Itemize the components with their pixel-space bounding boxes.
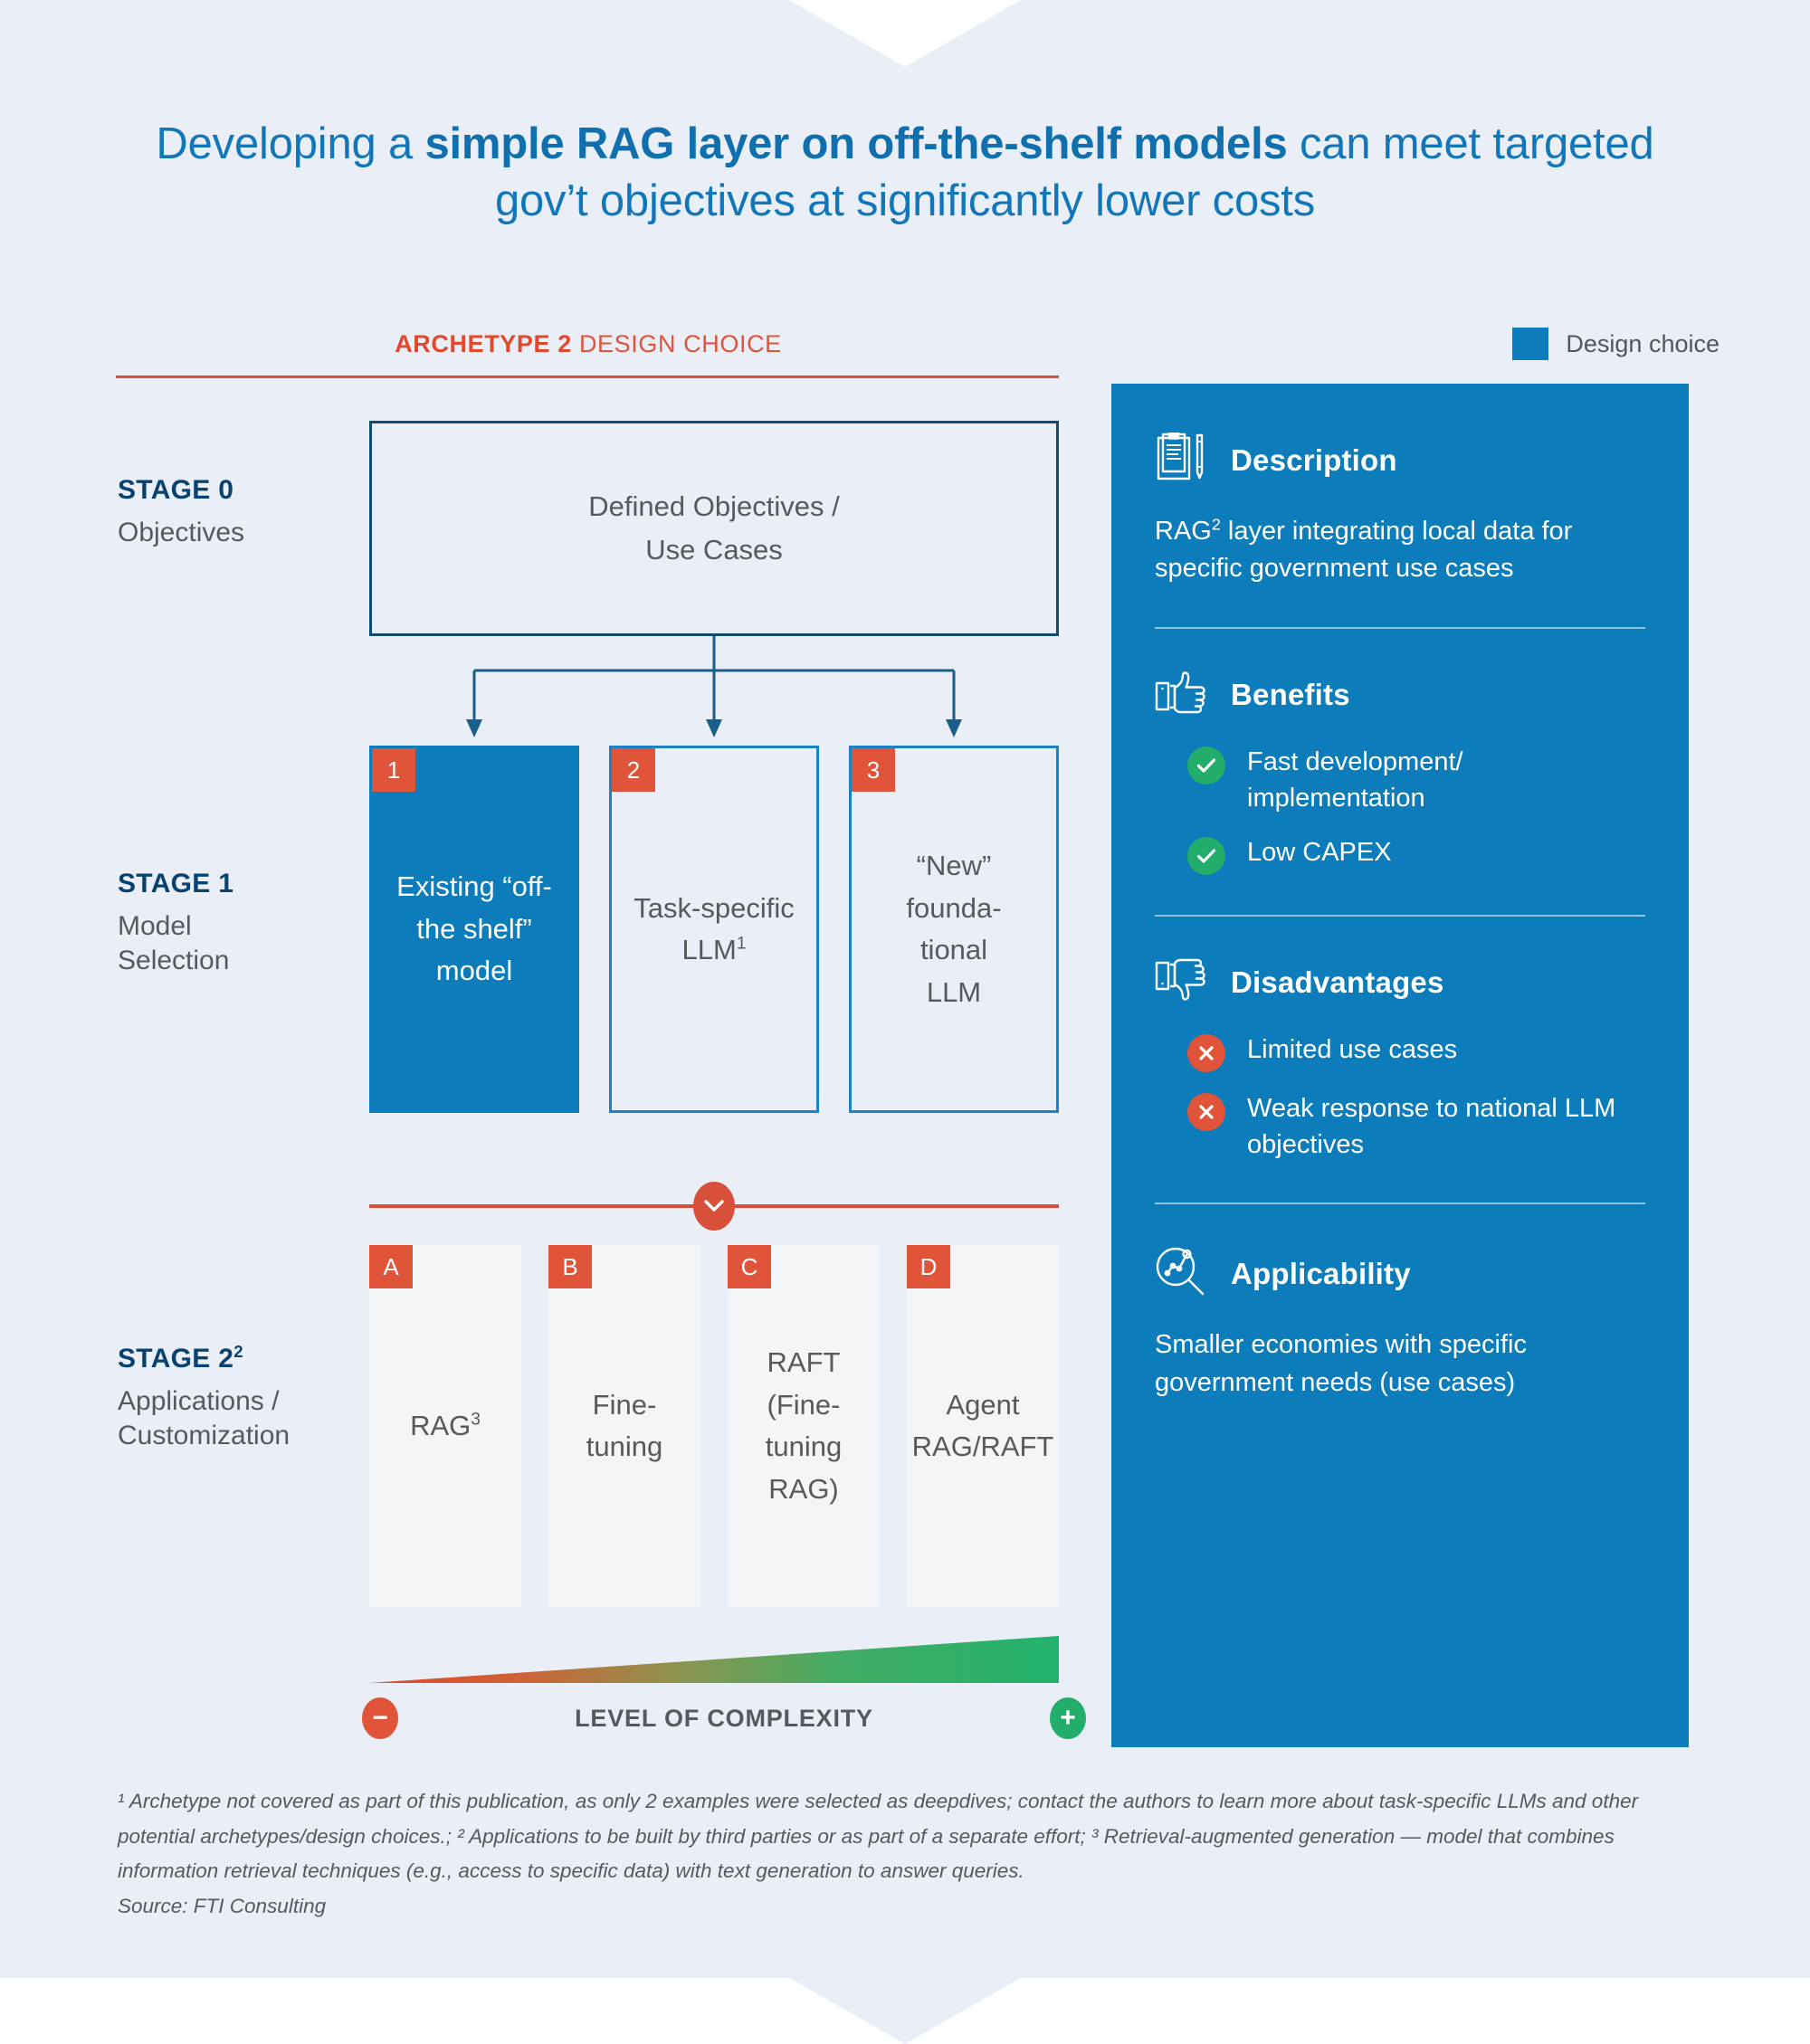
- stage-label-2: STAGE 22 Applications /Customization: [118, 1342, 371, 1454]
- chevron-down-icon[interactable]: [693, 1182, 735, 1231]
- details-panel: Description RAG2 layer integrating local…: [1111, 384, 1689, 1747]
- stage1-options-row: 1 Existing “off-the shelf”model 2 Task-s…: [369, 746, 1059, 1113]
- disadvantages-title: Disadvantages: [1231, 965, 1444, 999]
- title-part-pre: Developing a: [156, 119, 425, 168]
- archetype-label: ARCHETYPE 2 DESIGN CHOICE: [118, 330, 1059, 358]
- close-icon: [1187, 1034, 1225, 1073]
- complexity-scale-row: − LEVEL OF COMPLEXITY +: [362, 1696, 1086, 1741]
- disadvantage-item: Weak response to national LLM objectives: [1155, 1090, 1645, 1163]
- panel-divider-2: [1155, 915, 1645, 917]
- bottom-chevron-notch: [789, 1978, 1021, 2044]
- applicability-title: Applicability: [1231, 1256, 1411, 1290]
- stage2-option-c-badge: C: [728, 1245, 771, 1288]
- stage-2-footnote-marker: 2: [233, 1342, 243, 1361]
- close-icon: [1187, 1093, 1225, 1132]
- description-footnote-marker: 2: [1211, 515, 1221, 534]
- stage2-option-b-label: Fine-tuning: [586, 1388, 663, 1463]
- description-header: Description: [1155, 432, 1645, 488]
- disadvantages-list: Limited use cases Weak response to natio…: [1155, 1032, 1645, 1163]
- legend: Design choice: [1512, 328, 1720, 360]
- stage-divider: [369, 1182, 1059, 1231]
- applicability-body: Smaller economies with specific governme…: [1155, 1330, 1527, 1397]
- top-chevron-notch: [789, 0, 1021, 67]
- stage-1-name: STAGE 1: [118, 869, 234, 898]
- benefits-list: Fast development/ implementation Low CAP…: [1155, 744, 1645, 876]
- complexity-label: LEVEL OF COMPLEXITY: [575, 1704, 873, 1732]
- footnotes: ¹ Archetype not covered as part of this …: [118, 1784, 1692, 1925]
- applicability-header: Applicability: [1155, 1246, 1645, 1301]
- legend-swatch-design-choice: [1512, 328, 1549, 360]
- stage1-option-2-badge: 2: [612, 748, 655, 792]
- stage1-option-3-badge: 3: [852, 748, 895, 792]
- archetype-suffix: DESIGN CHOICE: [571, 330, 782, 357]
- check-icon: [1187, 746, 1225, 785]
- benefits-header: Benefits: [1155, 670, 1645, 718]
- complexity-low-icon: −: [362, 1697, 398, 1739]
- benefits-title: Benefits: [1231, 677, 1350, 711]
- benefit-text: Low CAPEX: [1247, 838, 1392, 868]
- source-text: Source: FTI Consulting: [118, 1895, 327, 1918]
- title-part-post: can meet targeted gov’t objectives at si…: [494, 119, 1654, 225]
- benefit-item: Low CAPEX: [1155, 834, 1645, 876]
- stage2-option-a[interactable]: A RAG3: [369, 1245, 521, 1607]
- stage1-option-1-label: Existing “off-the shelf”model: [396, 870, 552, 987]
- archetype-header: ARCHETYPE 2 DESIGN CHOICE: [116, 330, 1059, 378]
- panel-divider-1: [1155, 627, 1645, 630]
- footnote-text: ¹ Archetype not covered as part of this …: [118, 1790, 1639, 1883]
- stage-2-name: STAGE 22: [118, 1342, 243, 1374]
- archetype-underline: [116, 376, 1059, 378]
- stage0-to-stage1-connector: [466, 636, 962, 737]
- stage1-option-1[interactable]: 1 Existing “off-the shelf”model: [369, 746, 579, 1113]
- panel-divider-3: [1155, 1203, 1645, 1205]
- check-icon: [1187, 837, 1225, 876]
- thumbs-up-icon: [1155, 670, 1209, 718]
- clipboard-pen-icon: [1155, 432, 1209, 488]
- magnifier-network-icon: [1155, 1246, 1209, 1301]
- stage2-option-b[interactable]: B Fine-tuning: [548, 1245, 700, 1607]
- disadvantage-text: Weak response to national LLM objectives: [1247, 1094, 1616, 1160]
- complexity-high-icon: +: [1049, 1697, 1086, 1739]
- stage2-option-a-footnote-marker: 3: [471, 1410, 481, 1430]
- stage2-option-d-badge: D: [907, 1245, 950, 1288]
- benefit-item: Fast development/ implementation: [1155, 744, 1645, 816]
- stage-2-subtitle: Applications /Customization: [118, 1386, 291, 1451]
- stage1-option-1-badge: 1: [372, 748, 415, 792]
- disadvantages-header: Disadvantages: [1155, 958, 1645, 1006]
- complexity-gradient-wedge: [369, 1636, 1059, 1683]
- archetype-number: ARCHETYPE 2: [395, 330, 572, 357]
- stage2-option-b-badge: B: [548, 1245, 592, 1288]
- legend-label-design-choice: Design choice: [1566, 329, 1720, 357]
- description-body: RAG2 layer integrating local data for sp…: [1155, 515, 1573, 584]
- stage-0-name: STAGE 0: [118, 475, 234, 505]
- title-part-bold: simple RAG layer on off-the-shelf models: [424, 119, 1288, 168]
- disadvantage-text: Limited use cases: [1247, 1035, 1458, 1065]
- stage1-option-2-footnote-marker: 1: [736, 934, 747, 954]
- stage2-option-a-badge: A: [369, 1245, 413, 1288]
- description-title: Description: [1231, 442, 1397, 477]
- stage2-option-a-label: RAG3: [410, 1409, 481, 1441]
- page-title: Developing a simple RAG layer on off-the…: [0, 116, 1810, 229]
- stage0-objectives-text: Defined Objectives /Use Cases: [588, 490, 840, 566]
- disadvantage-item: Limited use cases: [1155, 1032, 1645, 1073]
- thumbs-down-icon: [1155, 958, 1209, 1006]
- stage-0-subtitle: Objectives: [118, 518, 245, 547]
- benefit-text: Fast development/ implementation: [1247, 747, 1463, 813]
- stage-label-0: STAGE 0 Objectives: [118, 475, 371, 550]
- stage0-objectives-box[interactable]: Defined Objectives /Use Cases: [369, 421, 1059, 636]
